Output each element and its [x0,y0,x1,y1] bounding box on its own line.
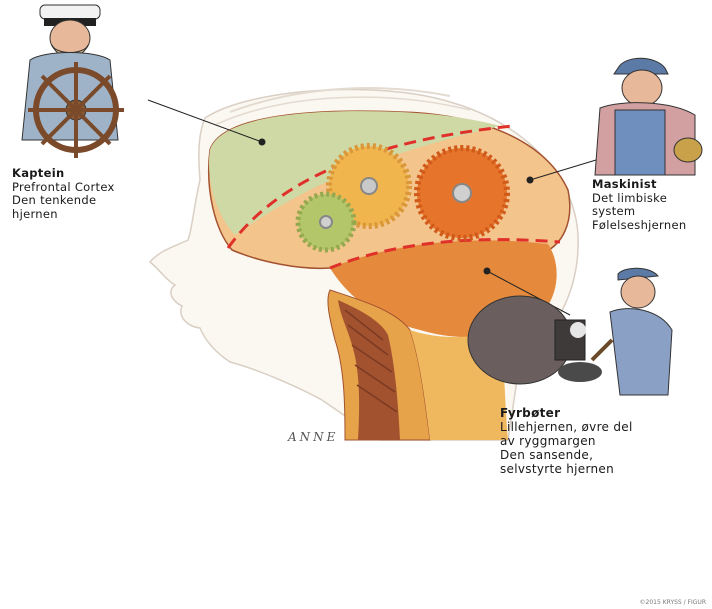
label-fyrboter: Fyrbøter Lillehjernen, øvre del av ryggm… [500,406,633,476]
label-maskinist-title: Maskinist [592,178,686,192]
label-maskinist: Maskinist Det limbiske system Følelseshj… [592,178,686,232]
label-kaptein-title: Kaptein [12,167,115,181]
label-fyrboter-line: av ryggmargen [500,434,633,448]
label-maskinist-line: system [592,205,686,219]
label-kaptein-line: Den tenkende [12,194,115,208]
gear-icon [417,148,507,238]
label-kaptein-line: hjernen [12,208,115,222]
gear-icon [298,194,354,250]
captain-figure [22,5,124,158]
artist-signature: ANNE [287,430,338,444]
label-fyrboter-title: Fyrbøter [500,406,633,420]
machinist-figure [595,58,702,175]
label-fyrboter-line: Lillehjernen, øvre del [500,420,633,434]
label-fyrboter-line: Den sansende, [500,448,633,462]
label-kaptein: Kaptein Prefrontal Cortex Den tenkende h… [12,167,115,221]
label-fyrboter-line: selvstyrte hjernen [500,462,633,476]
copyright-credit: ©2015 KRYSS / FIGUR [640,599,706,606]
label-kaptein-line: Prefrontal Cortex [12,181,115,195]
label-maskinist-line: Følelseshjernen [592,219,686,233]
label-maskinist-line: Det limbiske [592,192,686,206]
